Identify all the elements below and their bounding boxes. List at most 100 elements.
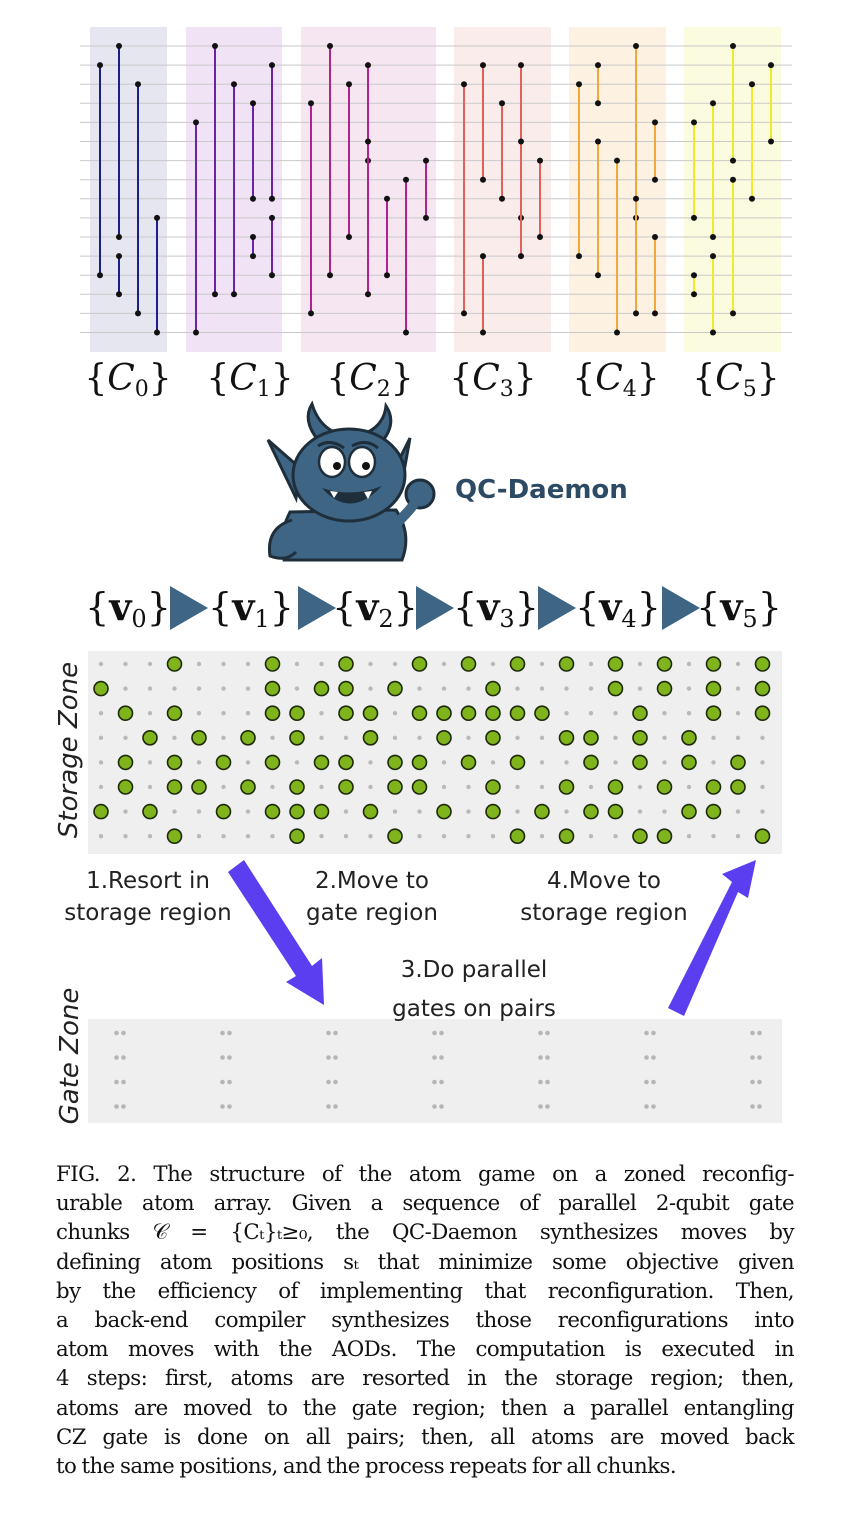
step-1-line-1: 1.Resort in — [86, 868, 210, 894]
atom — [388, 780, 402, 794]
gate-site — [439, 1080, 444, 1085]
storage-zone-label: Storage Zone — [54, 662, 84, 838]
gate-site — [545, 1104, 550, 1109]
gate-site — [644, 1080, 649, 1085]
gate-target-dot — [423, 215, 429, 221]
atom — [168, 780, 182, 794]
chunk-background — [90, 27, 167, 352]
gate-control-dot — [269, 215, 275, 221]
atom — [413, 706, 427, 720]
atom — [266, 755, 280, 769]
empty-trap-site — [687, 834, 691, 838]
atom — [609, 682, 623, 696]
gate-control-dot — [518, 62, 524, 68]
empty-trap-site — [172, 809, 176, 813]
empty-trap-site — [589, 662, 593, 666]
gate-site — [326, 1031, 331, 1036]
gate-site — [121, 1080, 126, 1085]
empty-trap-site — [99, 736, 103, 740]
empty-trap-site — [760, 760, 764, 764]
gate-control-dot — [250, 100, 256, 106]
gate-site — [227, 1055, 232, 1060]
empty-trap-site — [172, 686, 176, 690]
empty-trap-site — [711, 736, 715, 740]
atom — [290, 805, 304, 819]
gate-control-dot — [308, 100, 314, 106]
caption-line: by the efficiency of implementing that r… — [56, 1277, 794, 1306]
storage-zone: Storage Zone — [54, 651, 782, 854]
empty-trap-site — [736, 834, 740, 838]
gate-control-dot — [461, 81, 467, 87]
atom — [462, 755, 476, 769]
atom — [707, 780, 721, 794]
gate-site — [326, 1080, 331, 1085]
atom — [413, 657, 427, 671]
empty-trap-site — [515, 686, 519, 690]
gate-site — [651, 1080, 656, 1085]
atom — [168, 657, 182, 671]
atom — [633, 706, 647, 720]
atom — [339, 706, 353, 720]
gate-site — [439, 1104, 444, 1109]
gate-control-dot — [633, 196, 639, 202]
atom — [707, 657, 721, 671]
gate-site — [538, 1031, 543, 1036]
caption-line: to the same positions, and the process r… — [56, 1452, 794, 1481]
gate-target-dot — [749, 196, 755, 202]
gate-site — [432, 1031, 437, 1036]
empty-trap-site — [736, 711, 740, 715]
atom — [339, 657, 353, 671]
atom — [217, 805, 231, 819]
empty-trap-site — [466, 785, 470, 789]
atom — [388, 682, 402, 696]
atom — [339, 682, 353, 696]
gate-control-dot — [691, 119, 697, 125]
empty-trap-site — [99, 834, 103, 838]
empty-trap-site — [662, 809, 666, 813]
gate-target-dot — [116, 234, 122, 240]
gate-target-dot — [537, 234, 543, 240]
gate-target-dot — [576, 253, 582, 259]
atom — [217, 755, 231, 769]
gate-site — [114, 1031, 119, 1036]
atom — [364, 731, 378, 745]
empty-trap-site — [197, 760, 201, 764]
empty-trap-site — [540, 662, 544, 666]
empty-trap-site — [466, 736, 470, 740]
position-vector: {v3} — [453, 584, 539, 633]
gate-target-dot — [691, 291, 697, 297]
gate-control-dot — [730, 177, 736, 183]
gate-site — [750, 1031, 755, 1036]
empty-trap-site — [687, 785, 691, 789]
empty-trap-site — [417, 809, 421, 813]
gate-target-dot — [652, 177, 658, 183]
gate-control-dot — [595, 62, 601, 68]
atom — [658, 780, 672, 794]
gate-site — [538, 1055, 543, 1060]
gate-target-dot — [327, 272, 333, 278]
gate-site — [227, 1080, 232, 1085]
qc-daemon-mascot — [268, 404, 434, 560]
empty-trap-site — [148, 785, 152, 789]
gate-target-dot — [135, 310, 141, 316]
empty-trap-site — [221, 834, 225, 838]
position-vector: {v2} — [332, 584, 418, 633]
empty-trap-site — [491, 662, 495, 666]
step-1-line-2: storage region — [64, 900, 231, 926]
atom — [633, 829, 647, 843]
empty-trap-site — [564, 686, 568, 690]
empty-trap-site — [760, 785, 764, 789]
empty-trap-site — [613, 736, 617, 740]
atom — [241, 731, 255, 745]
gate-site — [757, 1080, 762, 1085]
gate-target-dot — [403, 330, 409, 336]
empty-trap-site — [393, 809, 397, 813]
atom — [486, 706, 500, 720]
gate-control-dot — [614, 158, 620, 164]
gate-control-dot — [116, 43, 122, 49]
gate-control-dot — [480, 62, 486, 68]
move-arrows — [228, 860, 756, 1016]
gate-control-dot — [135, 81, 141, 87]
gate-site — [644, 1104, 649, 1109]
gate-control-dot — [250, 234, 256, 240]
